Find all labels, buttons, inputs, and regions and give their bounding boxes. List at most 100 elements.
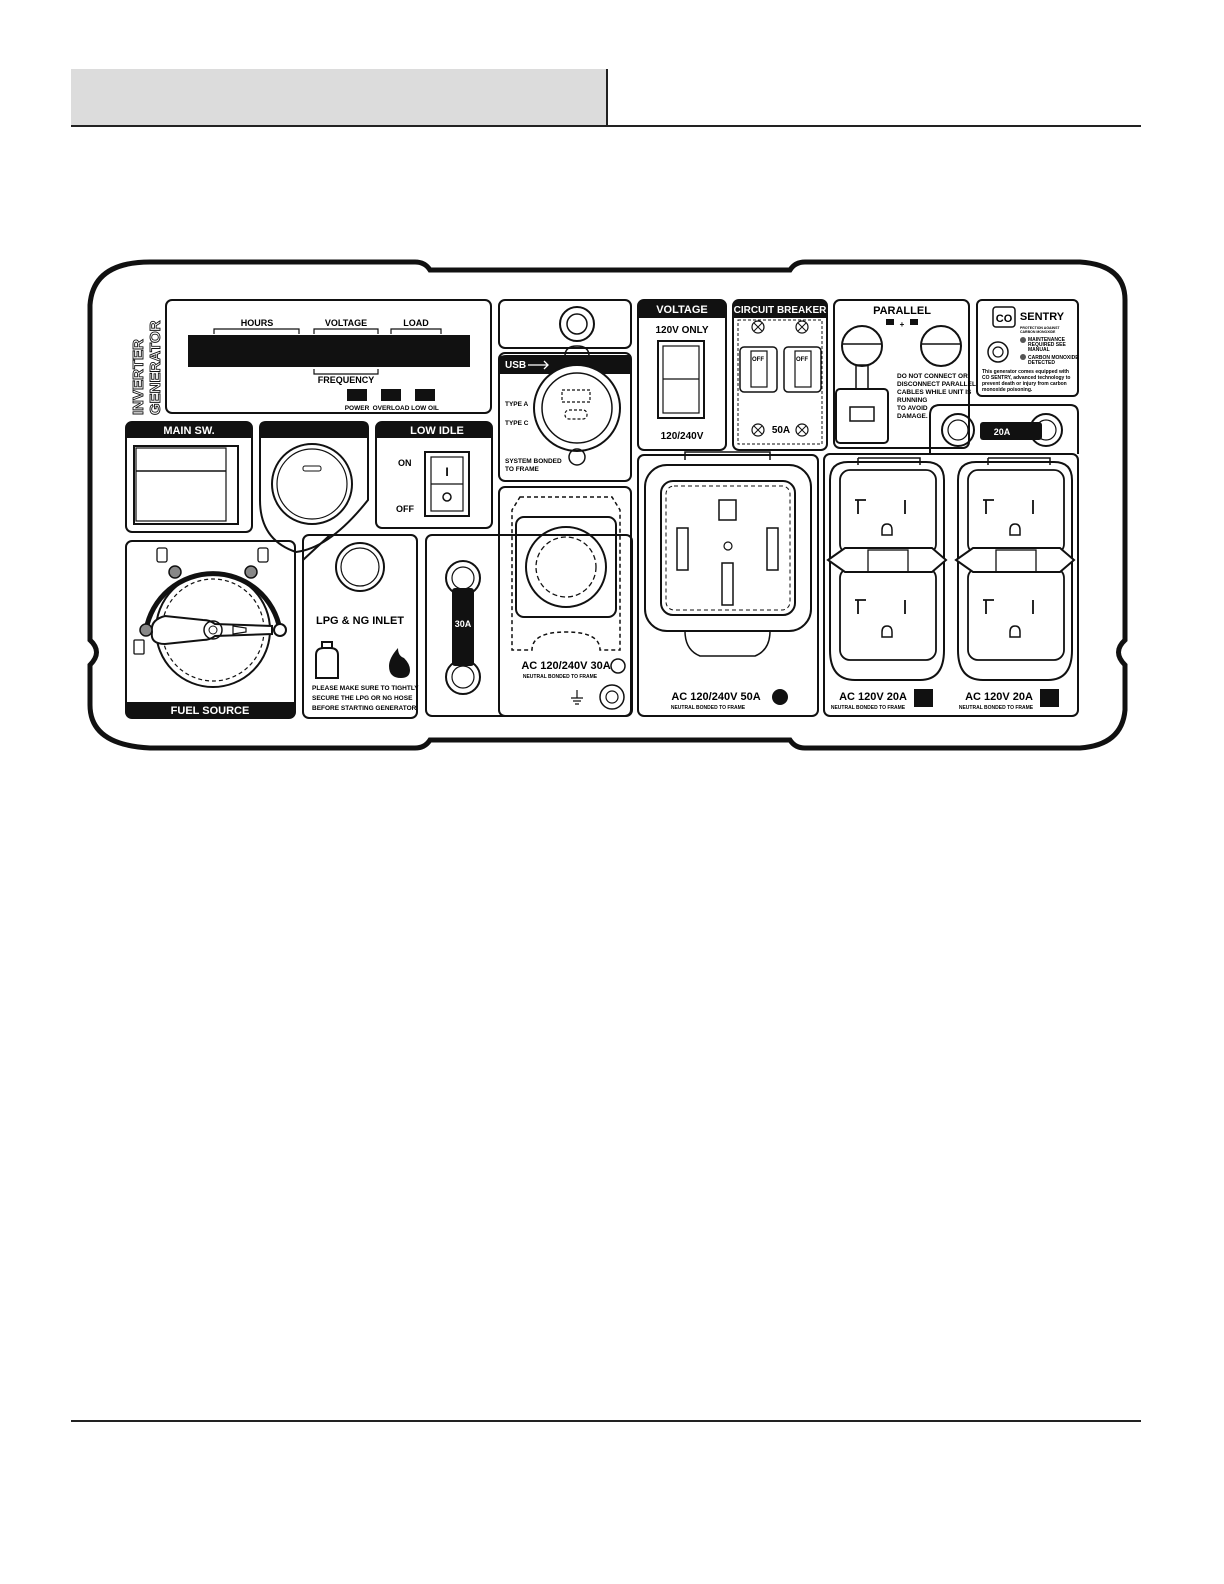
voltage-240-label: 120/240V	[661, 431, 704, 442]
overload-led	[381, 389, 401, 401]
parallel-warning-1: DO NOT CONNECT OR	[897, 373, 968, 380]
panel-outline	[87, 259, 1128, 751]
type-c-label: TYPE C	[505, 420, 529, 427]
overload-indicator-label: OVERLOAD	[373, 405, 410, 412]
outlet-20a-right-label: AC 120V 20A	[965, 691, 1033, 703]
outlet-20a-left-label: AC 120V 20A	[839, 691, 907, 703]
gas-can-icon	[257, 547, 269, 563]
voltage-selector: VOLTAGE 120V ONLY 120/240V	[637, 299, 727, 451]
outlet-20a-right-symbol	[1040, 689, 1059, 707]
outlet-20a-left-symbol	[914, 689, 933, 707]
breaker-20a-label: 20A	[994, 427, 1011, 437]
sentry-desc-1: This generator comes equipped with	[982, 369, 1069, 375]
voltage-title: VOLTAGE	[656, 304, 708, 316]
outlets-20a-panel: 20A AC 120V 20A NEUTRAL BONDED TO FRAME …	[823, 404, 1079, 717]
header-bar	[71, 69, 607, 125]
low-idle-panel: LOW IDLE ON OFF I	[375, 421, 493, 529]
brand-line1: INVERTER	[130, 339, 147, 415]
parallel-panel: PARALLEL + DO NOT CONNECT OR DISCONNECT …	[833, 299, 976, 449]
footer-rule	[71, 1420, 1141, 1422]
breaker-title: CIRCUIT BREAKER	[734, 305, 828, 316]
parallel-warning-4: RUNNING	[897, 397, 927, 404]
outlet-50a-receptacle[interactable]	[660, 480, 796, 616]
usb-icon	[528, 360, 549, 370]
engine-knob[interactable]	[271, 443, 353, 525]
propane-tank-icon	[315, 641, 339, 679]
header-rule	[71, 125, 1141, 127]
engine-knob-panel	[259, 421, 369, 554]
ground-icon	[571, 690, 583, 705]
frequency-label: FREQUENCY	[318, 375, 375, 385]
breaker-off-label-1: OFF	[752, 357, 764, 363]
main-switch-title: MAIN SW.	[163, 425, 214, 437]
lpg-inlet-panel: LPG & NG INLET PLEASE MAKE SURE TO TIGHT…	[302, 534, 419, 719]
breaker-off-label-2: OFF	[796, 357, 808, 363]
breaker-50a-label: 50A	[772, 425, 790, 436]
hours-label: HOURS	[241, 318, 274, 328]
circuit-breaker: CIRCUIT BREAKER OFF OFF 50A	[732, 299, 828, 451]
sentry-desc-4: monoxide poisoning.	[982, 387, 1033, 393]
low-idle-title: LOW IDLE	[410, 425, 464, 437]
fuel-selector-lever[interactable]	[150, 614, 273, 646]
outlet-20a-left[interactable]: AC 120V 20A NEUTRAL BONDED TO FRAME	[826, 457, 948, 711]
voltage-120-label: 120V ONLY	[656, 325, 709, 336]
low-idle-off-label: OFF	[396, 504, 414, 514]
maint-line3: MANUAL	[1028, 347, 1050, 353]
parallel-warning-6: DAMAGE.	[897, 413, 928, 420]
brand-logo: INVERTER GENERATOR	[130, 320, 165, 416]
parallel-warning-5: TO AVOID	[897, 405, 928, 412]
lpg-note-1: PLEASE MAKE SURE TO TIGHTLY	[312, 685, 419, 692]
breaker-30a-label: 30A	[455, 619, 472, 629]
lpg-icon	[156, 547, 168, 563]
voltage-switch[interactable]	[657, 340, 705, 419]
co-sentry-label: CO SENTRY PROTECTION AGAINST CARBON MONO…	[976, 299, 1079, 397]
outlet-50a-panel: AC 120/240V 50A NEUTRAL BONDED TO FRAME	[637, 451, 819, 717]
usb-label: USB	[505, 360, 526, 371]
parallel-port-left[interactable]	[841, 325, 883, 367]
maint-line1: MAINTENANCE	[1028, 337, 1066, 343]
top-knob[interactable]	[498, 299, 632, 349]
outlet-20a-left-sub: NEUTRAL BONDED TO FRAME	[831, 705, 906, 711]
low-oil-led	[415, 389, 435, 401]
sentry-tagline-2: CARBON MONOXIDE	[1020, 330, 1056, 334]
outlet-50a-label: AC 120/240V 50A	[671, 691, 760, 703]
sentry-logo: SENTRY	[1020, 311, 1065, 323]
lcd-screen	[188, 335, 470, 367]
outlet-20a-right-sub: NEUTRAL BONDED TO FRAME	[959, 705, 1034, 711]
main-switch-panel: MAIN SW.	[125, 421, 253, 533]
parallel-ground-tab[interactable]	[835, 388, 889, 444]
outlet-30a-panel: 30A AC 120/240V 30A NEUTRAL BONDED TO FR…	[425, 486, 633, 717]
co-logo: CO	[996, 313, 1013, 325]
low-idle-on-label: ON	[398, 458, 412, 468]
brand-line2: GENERATOR	[147, 320, 164, 415]
detect-line2: DETECTED	[1028, 360, 1055, 366]
outlet-50a-sub: NEUTRAL BONDED TO FRAME	[671, 705, 746, 711]
sentry-desc-3: prevent death or injury from carbon	[982, 381, 1067, 387]
type-a-label: TYPE A	[505, 401, 529, 408]
parallel-port-right[interactable]	[920, 325, 962, 367]
outlet-30a-sub: NEUTRAL BONDED TO FRAME	[523, 674, 598, 680]
breaker-30a[interactable]: 30A	[445, 560, 481, 695]
header-divider	[606, 69, 608, 126]
usb-c-port[interactable]	[564, 409, 588, 420]
parallel-warning-2: DISCONNECT PARALLEL	[897, 381, 976, 388]
outlet-30a-twistlock[interactable]	[515, 516, 617, 618]
sentry-desc-2: CO SENTRY, advanced technology to	[982, 375, 1070, 381]
lpg-note-2: SECURE THE LPG OR NG HOSE	[312, 695, 413, 702]
lpg-note-3: BEFORE STARTING GENERATOR	[312, 705, 417, 712]
usb-bonded-line1: SYSTEM BONDED	[505, 458, 562, 465]
usb-bonded-line2: TO FRAME	[505, 466, 539, 473]
usb-panel: USB TYPE A TYPE C SYSTEM BONDED TO FRAME	[498, 345, 632, 482]
low-idle-switch[interactable]	[424, 451, 470, 517]
outlet-20a-right[interactable]: AC 120V 20A NEUTRAL BONDED TO FRAME	[954, 457, 1076, 711]
main-switch[interactable]	[133, 445, 239, 525]
lpg-inlet-port[interactable]	[335, 542, 385, 592]
breaker-20a[interactable]: 20A	[941, 413, 1063, 447]
breaker-left-toggle[interactable]	[739, 346, 778, 393]
outlet-50a-symbol	[772, 689, 788, 705]
flame-icon	[389, 648, 410, 678]
voltage-label: VOLTAGE	[325, 318, 367, 328]
breaker-right-toggle[interactable]	[783, 346, 822, 393]
power-indicator-label: POWER	[345, 405, 370, 412]
